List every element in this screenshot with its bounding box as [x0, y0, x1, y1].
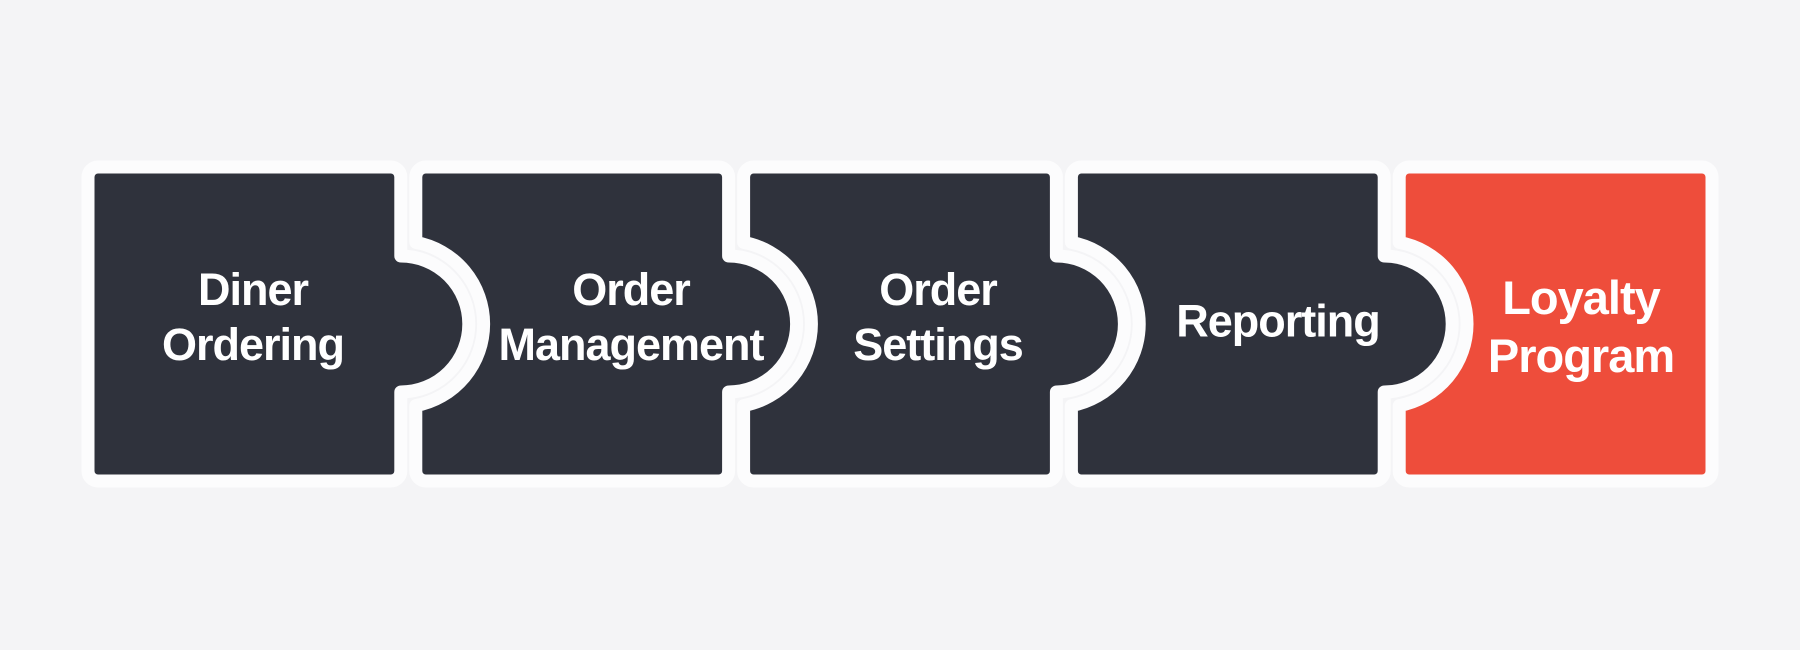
piece-shape-order-management — [409, 160, 804, 488]
label-line: Order — [572, 264, 691, 315]
label-line: Reporting — [1176, 295, 1380, 347]
label-line: Loyalty — [1502, 271, 1661, 324]
piece-label-loyalty-program: Loyalty Program — [1487, 269, 1675, 385]
piece-shape-reporting — [1064, 160, 1459, 488]
piece-shape-order-settings — [737, 160, 1131, 488]
piece-label-order-management: Order Management — [498, 262, 764, 372]
piece-label-reporting: Reporting — [1176, 294, 1380, 349]
label-line: Management — [498, 319, 764, 370]
label-line: Diner — [197, 264, 309, 315]
piece-shape-loyalty-program — [1392, 160, 1719, 488]
label-line: Order — [879, 264, 998, 315]
piece-shape-diner-ordering — [81, 160, 476, 488]
label-line: Settings — [853, 319, 1024, 370]
label-line: Program — [1487, 329, 1675, 382]
label-line: Ordering — [161, 319, 345, 370]
piece-label-diner-ordering: Diner Ordering — [161, 262, 345, 372]
piece-label-order-settings: Order Settings — [853, 262, 1024, 372]
